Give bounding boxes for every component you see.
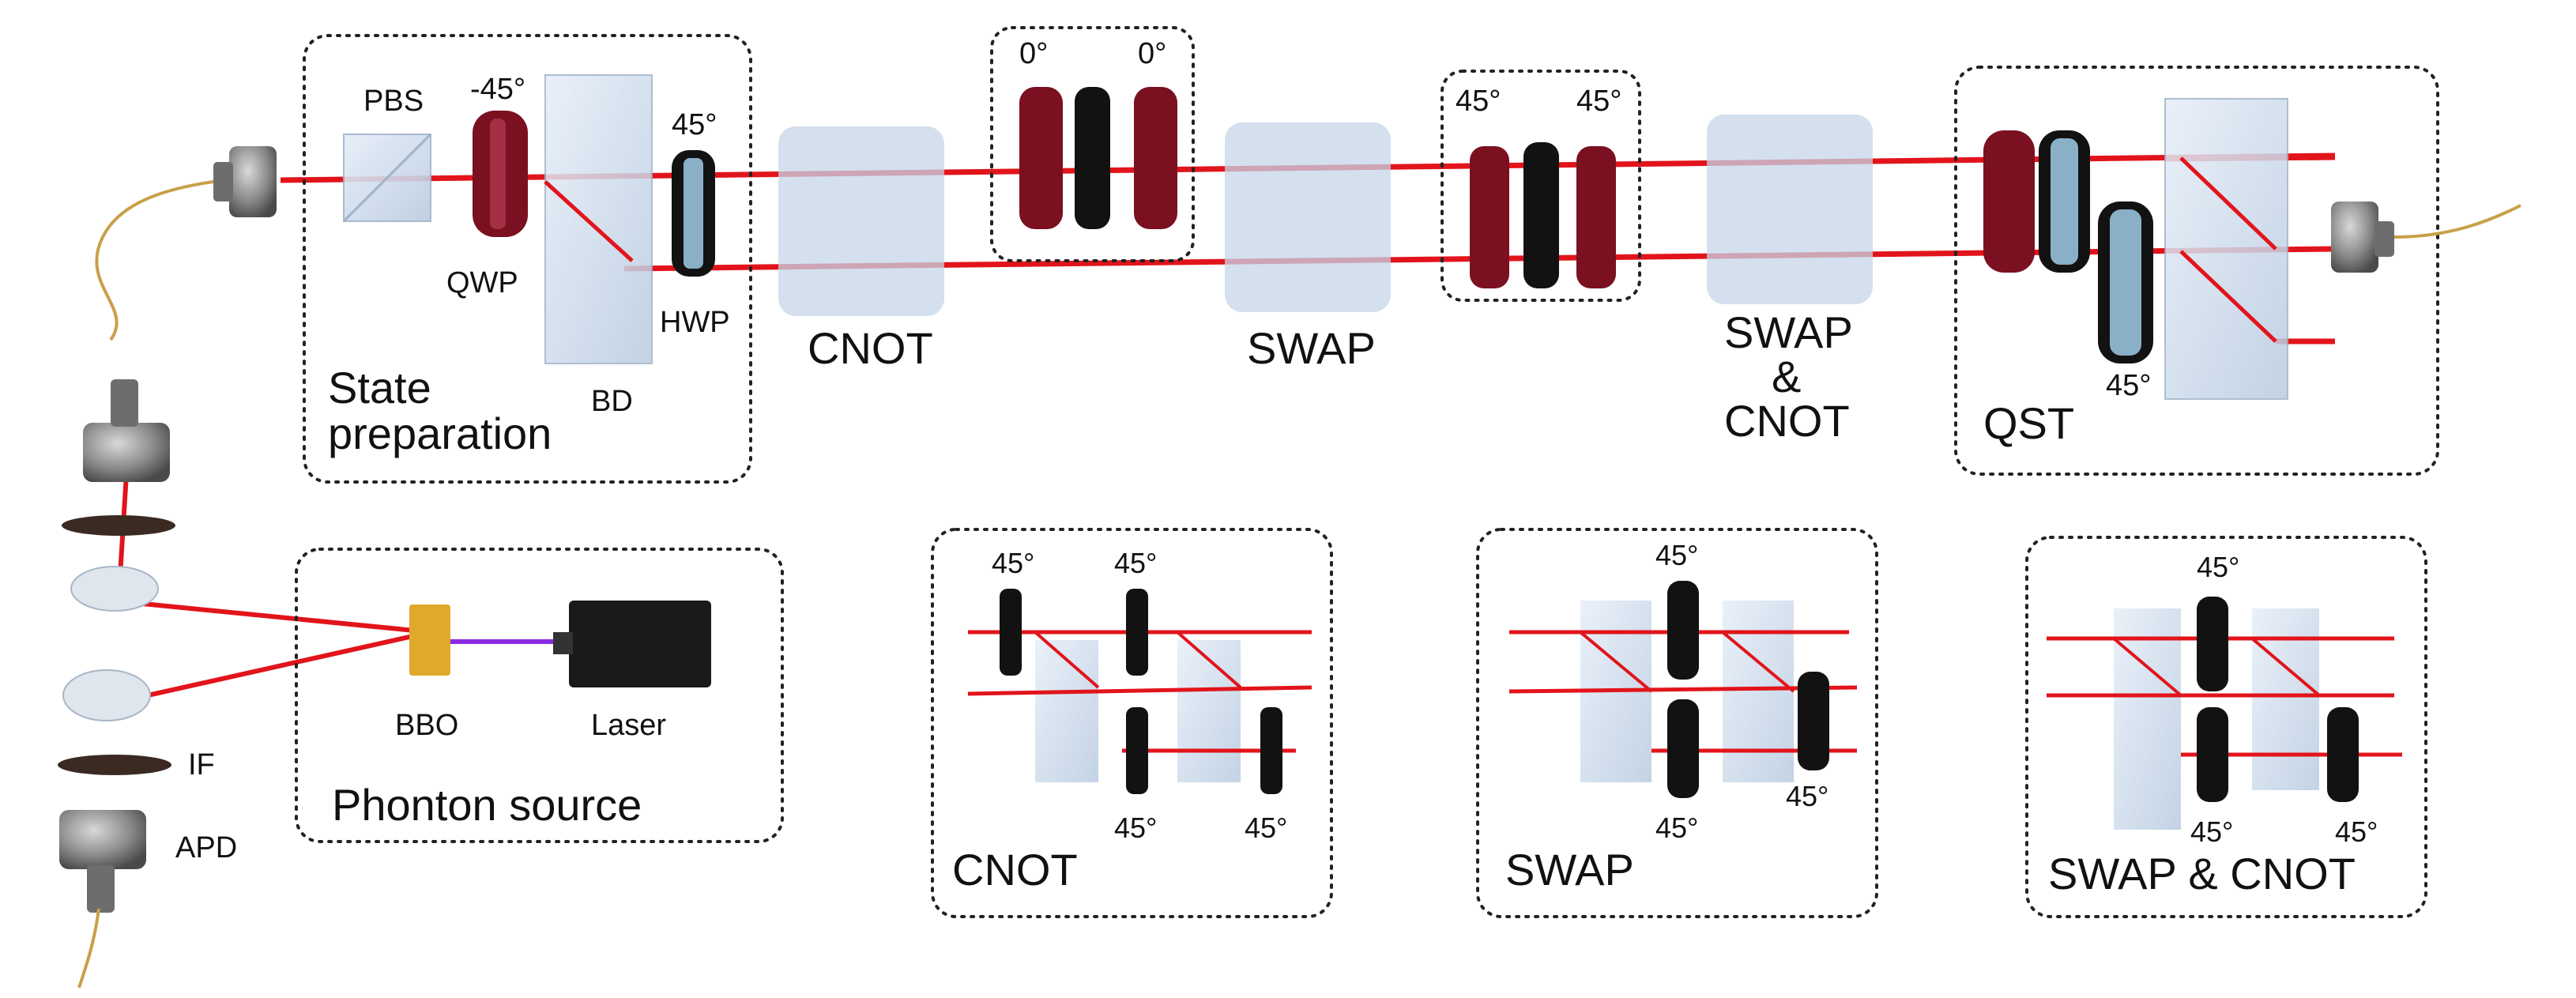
qst-box: 45° QST: [1954, 66, 2521, 476]
qst-pbs-displacer: [2164, 98, 2288, 400]
apd-detector: [59, 810, 146, 869]
hwp-plate-middle: [1075, 87, 1110, 229]
state-preparation-box: PBS -45° QWP 45° HWP BD State preparatio…: [95, 34, 752, 484]
hwp-plate-middle-2: [1523, 142, 1559, 288]
inset-swap-cnot: 45° 45° 45° SWAP & CNOT: [2025, 536, 2427, 918]
top-filter: [62, 515, 175, 536]
inset-swap-angle-1: 45°: [1655, 539, 1698, 571]
detection-beam-a: [110, 598, 431, 635]
swapcnot-gate-block: [1707, 115, 1873, 304]
swap-gate-label: SWAP: [1247, 323, 1376, 373]
inset-swap: 45° 45° 45° SWAP: [1476, 528, 1878, 918]
inset-swap-hwp-2: [1667, 699, 1699, 798]
inset-swap-angle-2: 45°: [1655, 812, 1698, 844]
qwp-plate-right: [1134, 87, 1177, 229]
if-label: IF: [188, 748, 215, 781]
inset-swapcnot-angle-2: 45°: [2190, 815, 2233, 848]
qst-qwp: [1983, 130, 2035, 273]
inset-swapcnot-hwp-1: [2197, 597, 2228, 691]
laser-head: [569, 601, 711, 687]
wp1-angle-left: 0°: [1019, 37, 1048, 70]
qst-hwp-angle: 45°: [2106, 369, 2151, 402]
inset-cnot-angle-3: 45°: [1114, 812, 1157, 844]
swap-gate-block: [1225, 122, 1391, 312]
inset-swap-hwp-1: [1667, 581, 1699, 680]
qwp-angle-label: -45°: [470, 73, 525, 106]
inset-cnot: 45° 45° 45° 45° CNOT: [931, 528, 1333, 918]
fiber-cable: [95, 180, 214, 341]
swapcnot-gate-label-line3: CNOT: [1724, 396, 1850, 446]
apd-fiber-cable: [77, 908, 100, 989]
inset-swapcnot-title: SWAP & CNOT: [2048, 849, 2356, 898]
output-fiber-cable: [2393, 204, 2521, 239]
swapcnot-gate-label-line2: &: [1772, 352, 1801, 401]
inset-swapcnot-bd-1: [2114, 608, 2181, 830]
cnot-gate-block: [778, 126, 944, 316]
inset-cnot-angle-4: 45°: [1245, 812, 1287, 844]
output-fiber-coupler: [2331, 201, 2521, 273]
gate-blocks: CNOT SWAP SWAP & CNOT: [778, 115, 1873, 446]
top-coupler: [83, 423, 170, 482]
if-filter: [58, 755, 171, 775]
inset-swapcnot-hwp-2: [2197, 707, 2228, 802]
waveplate-group-0deg: 0° 0°: [990, 26, 1195, 262]
detection-chain: IF APD: [58, 379, 237, 989]
state-prep-title-line1: State: [328, 363, 431, 412]
hwp-label: HWP: [660, 306, 730, 339]
inset-swapcnot-angle-3: 45°: [2335, 815, 2378, 848]
state-prep-title-line2: preparation: [328, 409, 552, 458]
wp1-angle-right: 0°: [1138, 37, 1166, 70]
waveplate-group-45deg: 45° 45°: [1441, 70, 1641, 302]
inset-swapcnot-bd-2: [2252, 608, 2319, 790]
cnot-gate-label: CNOT: [808, 323, 933, 373]
inset-cnot-angle-2: 45°: [1114, 547, 1157, 579]
mirror-lower: [62, 669, 151, 721]
beam-displacer: [544, 74, 653, 364]
laser-label: Laser: [591, 709, 666, 742]
input-fiber-coupler: [95, 146, 277, 341]
bd-label: BD: [591, 385, 633, 418]
qwp-plate-right-2: [1576, 146, 1616, 288]
mirror-upper: [70, 566, 159, 612]
qst-title: QST: [1983, 398, 2074, 448]
photon-source-title: Phonton source: [332, 780, 642, 830]
inset-cnot-bd-1: [1035, 640, 1098, 782]
inset-swap-title: SWAP: [1505, 845, 1634, 894]
inset-swapcnot-hwp-3: [2327, 707, 2359, 802]
state-prep-border: [303, 34, 752, 484]
wp2-angle-right: 45°: [1576, 85, 1621, 118]
bbo-label: BBO: [395, 709, 458, 742]
inset-cnot-hwp-4: [1260, 707, 1282, 794]
inset-cnot-angle-1: 45°: [992, 547, 1034, 579]
inset-swap-angle-3: 45°: [1786, 780, 1828, 812]
pbs-label: PBS: [363, 85, 424, 118]
inset-cnot-hwp-1: [1000, 589, 1022, 676]
inset-swap-hwp-3: [1798, 672, 1829, 770]
qwp-plate-left: [1019, 87, 1063, 229]
hwp-angle-label: 45°: [672, 108, 717, 141]
photon-source-box: BBO Laser Phonton source: [295, 548, 784, 843]
wp2-angle-left: 45°: [1456, 85, 1501, 118]
apd-label: APD: [175, 831, 237, 864]
inset-swapcnot-angle-1: 45°: [2197, 551, 2239, 583]
qwp-plate-left-2: [1470, 146, 1509, 288]
qwp-label: QWP: [446, 266, 518, 299]
bbo-crystal: [409, 604, 450, 676]
inset-cnot-bd-2: [1177, 640, 1241, 782]
inset-swap-bd-2: [1723, 601, 1794, 782]
inset-cnot-title: CNOT: [952, 845, 1078, 894]
swapcnot-gate-label-line1: SWAP: [1724, 307, 1853, 357]
inset-cnot-hwp-2: [1126, 589, 1148, 676]
inset-cnot-hwp-3: [1126, 707, 1148, 794]
